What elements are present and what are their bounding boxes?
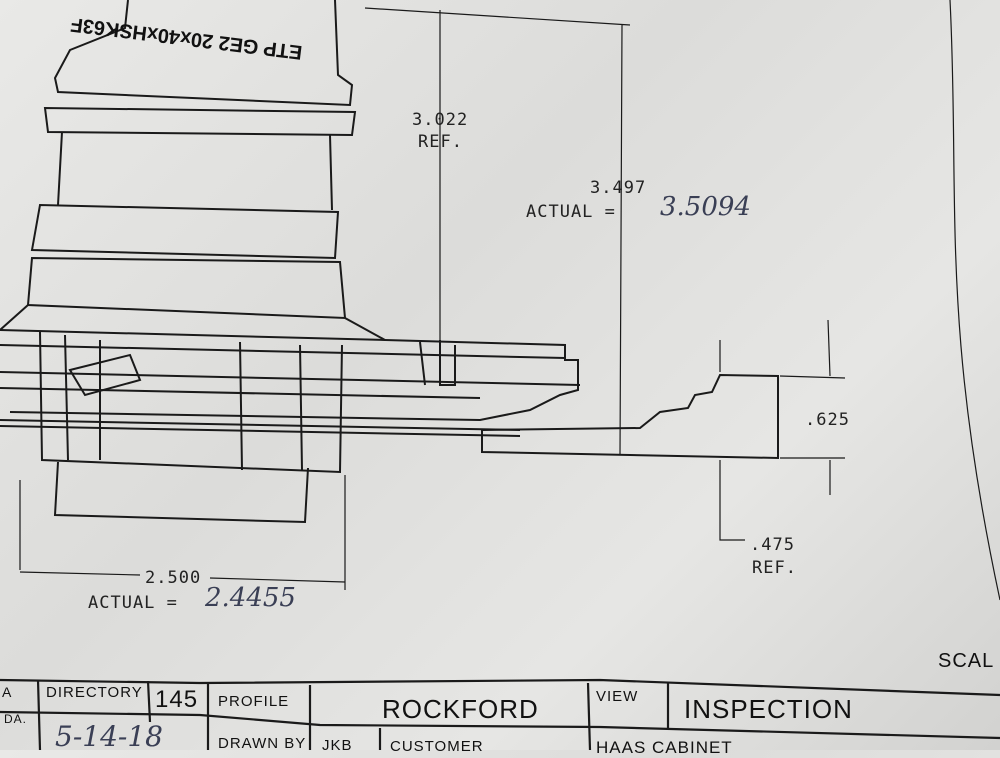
title-block-grid [0, 678, 1000, 750]
dim-3497-actual: 3.5094 [660, 192, 751, 222]
view-value: INSPECTION [684, 694, 853, 724]
tool-holder [0, 0, 581, 524]
date-value: 5-14-18 [55, 720, 163, 753]
profile-shape [481, 373, 779, 460]
directory-label: DIRECTORY [46, 684, 143, 701]
dim-475-value: .475 [750, 535, 795, 555]
drawn-by-label: DRAWN BY [218, 735, 307, 752]
profile-label: PROFILE [218, 693, 290, 710]
dimension-lines [19, 0, 1000, 601]
customer-value: HAAS CABINET [596, 738, 733, 757]
dim-3497-actual-label: ACTUAL = [526, 202, 616, 222]
corner-letter: A [2, 684, 13, 700]
view-label: VIEW [596, 688, 639, 705]
profile-value: ROCKFORD [382, 694, 539, 724]
customer-label: CUSTOMER [390, 738, 484, 755]
dim-2500-actual-label: ACTUAL = [88, 593, 178, 613]
scale-label: SCAL [938, 650, 995, 672]
dim-3497-value: 3.497 [590, 178, 647, 198]
dim-625-value: .625 [805, 410, 850, 430]
dim-2500-actual: 2.4455 [205, 583, 296, 613]
dim-3022-value: 3.022 [412, 110, 469, 130]
directory-value: 145 [155, 686, 199, 713]
dim-2500-value: 2.500 [145, 568, 202, 588]
date-label: DA. [4, 712, 28, 726]
dim-3022-note: REF. [418, 132, 463, 152]
drawn-by-value: JKB [322, 737, 353, 754]
dim-475-note: REF. [752, 558, 797, 578]
